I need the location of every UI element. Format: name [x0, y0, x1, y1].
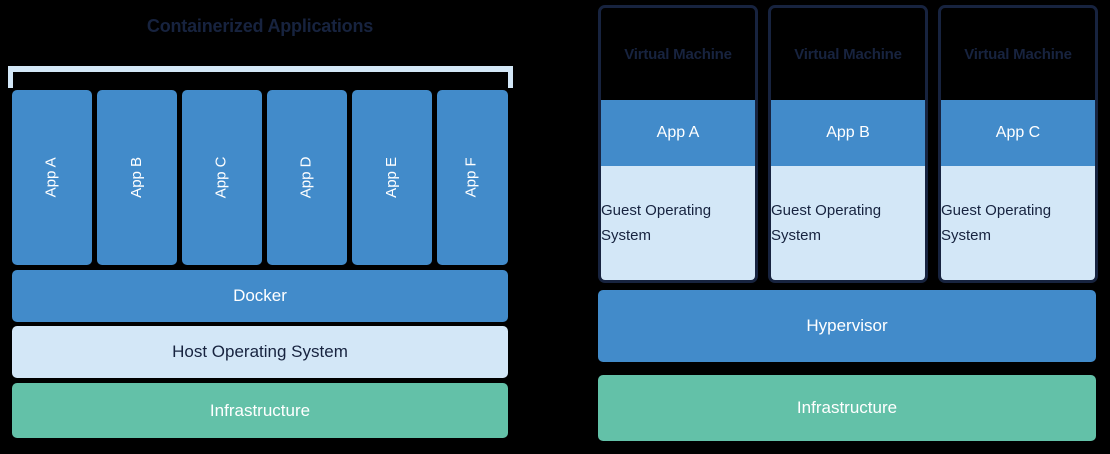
virtual-machine-2-guest-os: Guest Operating System	[771, 166, 925, 280]
host-operating-system-layer: Host Operating System	[12, 326, 508, 378]
virtual-machine-2-title: Virtual Machine	[794, 45, 902, 63]
infrastructure-layer-right-label: Infrastructure	[796, 398, 898, 418]
docker-layer: Docker	[12, 270, 508, 322]
app-group-bracket-icon	[8, 66, 513, 88]
infrastructure-layer-left: Infrastructure	[12, 383, 508, 438]
docker-layer-label: Docker	[233, 286, 287, 306]
virtual-machine-box-2: Virtual Machine App B Guest Operating Sy…	[768, 5, 928, 283]
virtual-machine-1-title: Virtual Machine	[624, 45, 732, 63]
virtual-machine-3-guest-os: Guest Operating System	[941, 166, 1095, 280]
virtual-machine-box-3: Virtual Machine App C Guest Operating Sy…	[938, 5, 1098, 283]
hypervisor-layer-label: Hypervisor	[806, 316, 888, 336]
virtual-machine-3-app: App C	[941, 100, 1095, 166]
hypervisor-layer: Hypervisor	[598, 290, 1096, 362]
app-box-a: App A	[12, 90, 92, 265]
virtual-machine-1-guest-os: Guest Operating System	[601, 166, 755, 280]
app-box-c: App C	[182, 90, 262, 265]
virtual-machine-2-app: App B	[771, 100, 925, 166]
app-box-d: App D	[267, 90, 347, 265]
containerized-applications-panel: Containerized Applications App A App B A…	[0, 0, 520, 454]
app-box-b: App B	[97, 90, 177, 265]
infrastructure-layer-left-label: Infrastructure	[209, 400, 311, 420]
virtual-machine-1-app: App A	[601, 100, 755, 166]
host-operating-system-label: Host Operating System	[172, 342, 348, 362]
virtual-machine-3-title: Virtual Machine	[964, 45, 1072, 63]
app-box-f: App F	[437, 90, 508, 265]
infrastructure-layer-right: Infrastructure	[598, 375, 1096, 441]
virtual-machine-box-1: Virtual Machine App A Guest Operating Sy…	[598, 5, 758, 283]
app-box-e: App E	[352, 90, 432, 265]
page-title-containerized: Containerized Applications	[146, 16, 374, 36]
